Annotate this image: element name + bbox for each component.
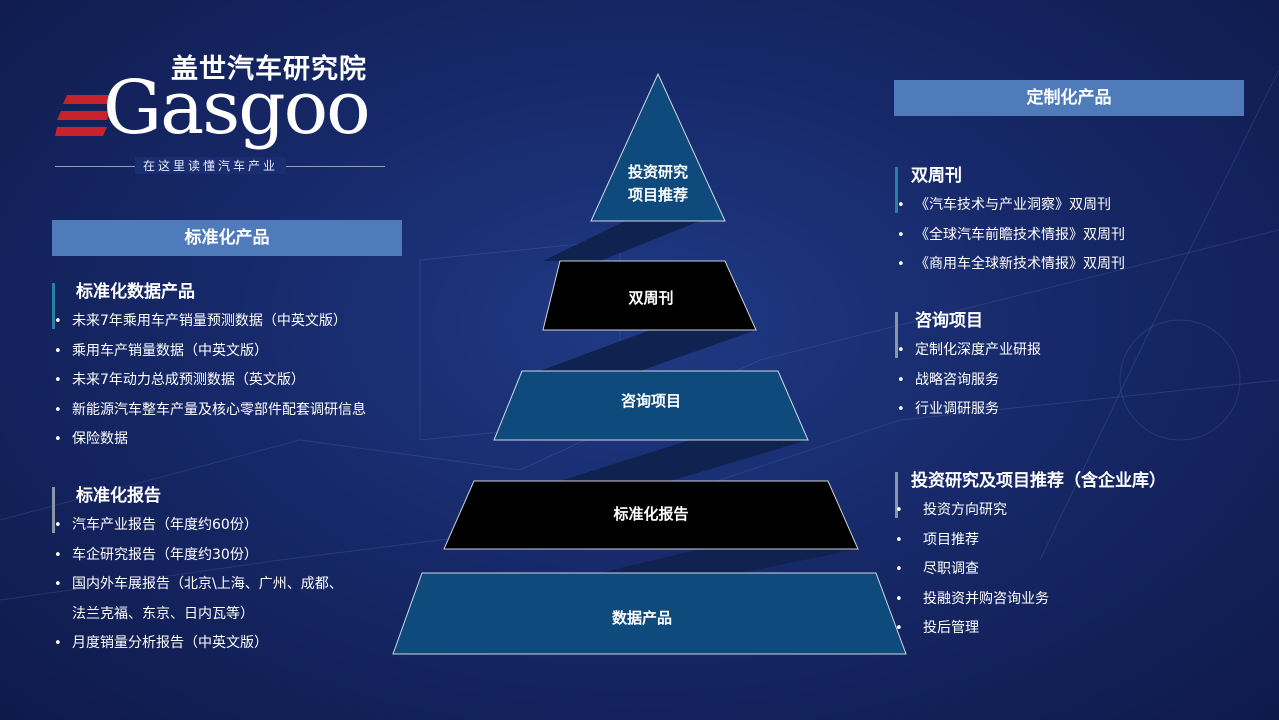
group-marker xyxy=(895,167,898,213)
pyramid-ribbon xyxy=(540,221,858,573)
list-item: 投资方向研究 xyxy=(895,496,1166,526)
item-list: 定制化深度产业研报 战略咨询服务 行业调研服务 xyxy=(895,336,1041,425)
list-item: 未来7年乘用车产销量预测数据（中英文版） xyxy=(52,307,366,337)
group-marker xyxy=(895,472,898,518)
logo-name-en: Gasgoo xyxy=(103,65,371,151)
gasgoo-logo: 盖世汽车研究院 Gasgoo 在这里读懂汽车产业 xyxy=(55,45,395,180)
left-section-header: 标准化产品 xyxy=(52,220,402,256)
group-standard-data: 标准化数据产品 未来7年乘用车产销量预测数据（中英文版） 乘用车产销量数据（中英… xyxy=(52,279,366,455)
group-title: 投资研究及项目推荐（含企业库） xyxy=(895,468,1166,518)
pyramid-label-top-line1: 投资研究 xyxy=(628,163,688,181)
list-item: 定制化深度产业研报 xyxy=(895,336,1041,366)
list-item: 国内外车展报告（北京\上海、广州、成都、 xyxy=(52,570,343,600)
list-item: 《汽车技术与产业洞察》双周刊 xyxy=(895,191,1125,221)
group-marker xyxy=(895,312,898,358)
list-item: 未来7年动力总成预测数据（英文版） xyxy=(52,366,366,396)
pyramid-label-consulting: 咨询项目 xyxy=(621,392,681,410)
pyramid-level-top xyxy=(590,72,726,222)
pyramid-level-report xyxy=(443,480,859,550)
group-title: 标准化报告 xyxy=(52,483,343,533)
group-title-text: 标准化报告 xyxy=(76,486,161,506)
list-item: 乘用车产销量数据（中英文版） xyxy=(52,337,366,367)
pyramid-level-data xyxy=(392,572,907,655)
pyramid-level-consulting xyxy=(493,370,809,441)
pyramid-label-top-line2: 项目推荐 xyxy=(628,186,688,204)
pyramid-label-report: 标准化报告 xyxy=(612,505,688,523)
list-item: 战略咨询服务 xyxy=(895,366,1041,396)
group-investment: 投资研究及项目推荐（含企业库） 投资方向研究 项目推荐 尽职调查 投融资并购咨询… xyxy=(895,468,1166,644)
group-title: 双周刊 xyxy=(895,163,1125,213)
list-item: 行业调研服务 xyxy=(895,395,1041,425)
item-list: 《汽车技术与产业洞察》双周刊 《全球汽车前瞻技术情报》双周刊 《商用车全球新技术… xyxy=(895,191,1125,280)
list-item-continuation: 法兰克福、东京、日内瓦等） xyxy=(72,605,254,622)
group-marker xyxy=(52,487,55,533)
pyramid-label-biweekly: 双周刊 xyxy=(628,289,673,307)
group-title-text: 咨询项目 xyxy=(915,311,983,331)
logo-tagline: 在这里读懂汽车产业 xyxy=(135,157,287,174)
item-list: 未来7年乘用车产销量预测数据（中英文版） 乘用车产销量数据（中英文版） 未来7年… xyxy=(52,307,366,455)
group-biweekly: 双周刊 《汽车技术与产业洞察》双周刊 《全球汽车前瞻技术情报》双周刊 《商用车全… xyxy=(895,163,1125,280)
list-item: 《商用车全球新技术情报》双周刊 xyxy=(895,250,1125,280)
list-item: 项目推荐 xyxy=(895,526,1166,556)
group-marker xyxy=(52,283,55,329)
list-item: 投融资并购咨询业务 xyxy=(895,585,1166,615)
list-item: 投后管理 xyxy=(895,614,1166,644)
group-title-text: 双周刊 xyxy=(911,166,962,186)
list-item: 保险数据 xyxy=(52,425,366,455)
logo-name-cn: 盖世汽车研究院 xyxy=(171,54,367,85)
list-item: 尽职调查 xyxy=(895,555,1166,585)
list-item: 汽车产业报告（年度约60份） xyxy=(52,511,343,541)
group-title: 咨询项目 xyxy=(895,308,1041,358)
list-item: 月度销量分析报告（中英文版） xyxy=(52,629,343,659)
group-title: 标准化数据产品 xyxy=(52,279,366,329)
list-item: 车企研究报告（年度约30份） xyxy=(52,541,343,571)
group-consulting: 咨询项目 定制化深度产业研报 战略咨询服务 行业调研服务 xyxy=(895,308,1041,425)
pyramid-level-biweekly xyxy=(542,260,757,331)
list-item: 新能源汽车整车产量及核心零部件配套调研信息 xyxy=(52,396,366,426)
logo-stripes-icon xyxy=(55,95,117,136)
item-list: 投资方向研究 项目推荐 尽职调查 投融资并购咨询业务 投后管理 xyxy=(895,496,1166,644)
pyramid-label-data: 数据产品 xyxy=(612,609,672,627)
group-title-text: 标准化数据产品 xyxy=(76,282,195,302)
right-section-header: 定制化产品 xyxy=(894,80,1244,116)
item-list: 汽车产业报告（年度约60份） 车企研究报告（年度约30份） 国内外车展报告（北京… xyxy=(52,511,343,659)
list-item: 《全球汽车前瞻技术情报》双周刊 xyxy=(895,221,1125,251)
group-standard-report: 标准化报告 汽车产业报告（年度约60份） 车企研究报告（年度约30份） 国内外车… xyxy=(52,483,343,659)
group-title-text: 投资研究及项目推荐（含企业库） xyxy=(911,471,1166,491)
